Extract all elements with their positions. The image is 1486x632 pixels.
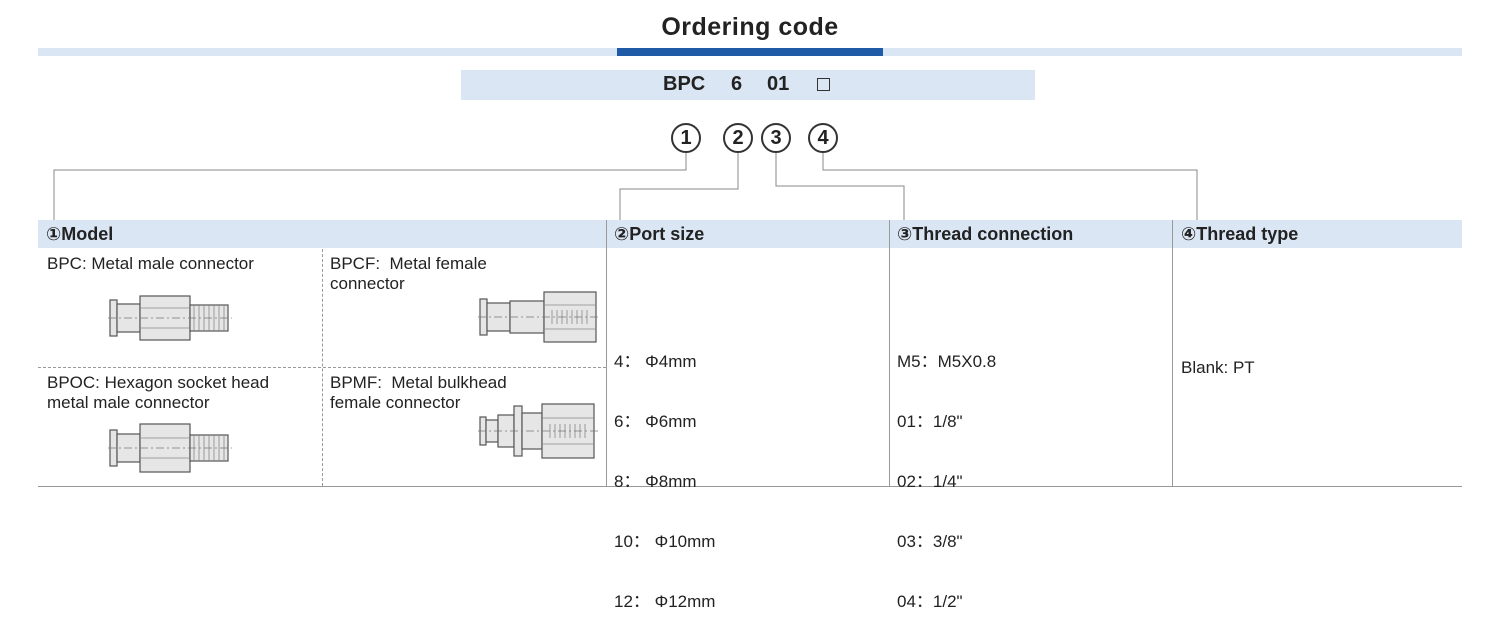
port-size-item: 12： Φ12mm <box>614 592 716 611</box>
column-divider-1 <box>606 220 607 486</box>
connector-lines <box>53 153 1198 220</box>
port-size-item: 8： Φ8mm <box>614 472 697 491</box>
port-size-item: 6： Φ6mm <box>614 412 697 431</box>
table-bottom-border <box>38 486 1462 487</box>
bulkhead-female-connector-icon <box>478 403 600 459</box>
circle-4: 4 <box>808 123 838 153</box>
circle-3: 3 <box>761 123 791 153</box>
model-bpmf-label: BPMF: Metal bulkhead female connector <box>330 373 507 412</box>
circle-2: 2 <box>723 123 753 153</box>
code-port-size: 6 <box>731 73 743 95</box>
code-thread-type-box <box>817 78 830 91</box>
connector-thread <box>775 153 905 220</box>
column-divider-2 <box>889 220 890 486</box>
header-thread-type: ④Thread type <box>1181 224 1299 244</box>
code-model: BPC <box>663 73 706 95</box>
thread-connection-item: 03：3/8" <box>897 532 963 551</box>
ordering-code-band <box>461 70 1035 100</box>
model-bpcf-label: BPCF: Metal female connector <box>330 254 487 293</box>
male-connector-icon <box>108 295 232 341</box>
thread-connection-item: 01：1/8" <box>897 412 963 431</box>
table-header-band <box>38 220 1462 248</box>
female-connector-icon <box>478 291 600 343</box>
thread-type-blank: Blank: PT <box>1181 358 1255 377</box>
port-size-list: 4： Φ4mm 6： Φ6mm 8： Φ8mm 10： Φ10mm 12： Φ1… <box>614 312 715 632</box>
hex-male-connector-icon <box>108 423 232 473</box>
connector-port <box>619 153 739 220</box>
port-size-item: 10： Φ10mm <box>614 532 716 551</box>
header-model: ①Model <box>46 224 114 244</box>
thread-connection-item: 04：1/2" <box>897 592 963 611</box>
thread-connection-item: M5：M5X0.8 <box>897 352 997 371</box>
code-thread: 01 <box>767 73 790 95</box>
page-title: Ordering code <box>661 13 839 41</box>
title-accent-bar <box>617 48 883 56</box>
header-thread-connection: ③Thread connection <box>897 224 1074 244</box>
connector-model <box>53 153 687 220</box>
thread-connection-item: 02：1/4" <box>897 472 963 491</box>
model-col-divider <box>322 249 323 486</box>
model-bpc-label: BPC: Metal male connector <box>47 254 254 273</box>
header-port-size: ②Port size <box>614 224 705 244</box>
port-size-item: 4： Φ4mm <box>614 352 697 371</box>
connector-type <box>822 153 1198 220</box>
column-divider-3 <box>1172 220 1173 486</box>
thread-connection-list: M5：M5X0.8 01：1/8" 02：1/4" 03：3/8" 04：1/2… <box>897 312 996 632</box>
model-bpoc-label: BPOC: Hexagon socket head metal male con… <box>47 373 270 412</box>
circle-1: 1 <box>671 123 701 153</box>
